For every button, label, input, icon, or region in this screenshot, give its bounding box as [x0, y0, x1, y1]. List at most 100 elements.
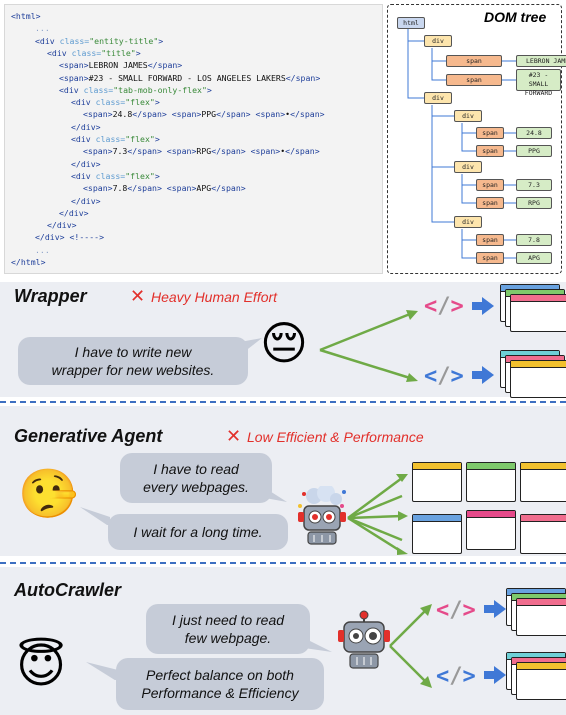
code-token: </span> [147, 60, 183, 71]
pensive-face-emoji: 😔 [260, 316, 308, 370]
code-line: <span>7.3</span> <span>RPG</span> <span>… [83, 146, 320, 157]
code-brackets-icon: </> [436, 598, 476, 623]
code-token: LEBRON JAMES [88, 60, 148, 71]
bubble-tail [304, 638, 332, 652]
dom-node-span: span [476, 127, 504, 139]
dom-tree-edges [407, 29, 516, 259]
code-token: PPG [201, 109, 217, 120]
webpage-icon [510, 294, 566, 332]
code-line: <div class="flex"> [71, 134, 160, 145]
generative-agent-arrows [347, 474, 408, 555]
dom-text-node: APG [516, 252, 552, 264]
webpage-icon [520, 462, 566, 502]
code-token: <span> [59, 60, 89, 71]
code-line: </div> [71, 196, 101, 207]
code-line: <div class="tab-mob-only-flex"> [59, 85, 212, 96]
wrapper-title: Wrapper [14, 286, 87, 306]
code-token: <span> [83, 109, 113, 120]
code-token: </span> [285, 72, 321, 83]
webpage-icon [516, 662, 566, 700]
dom-text-node: LEBRON JAMES [516, 55, 566, 67]
dom-tree-panel: DOM tree html div span LEBRON JAMES span… [387, 4, 566, 274]
generative-agent-speech-bubble: I wait for a long time. [108, 514, 288, 550]
dom-text-node: 7.8 [516, 234, 552, 246]
code-token: RPG [196, 146, 212, 157]
code-token: > [158, 35, 164, 46]
dom-node-span: span [446, 55, 502, 67]
code-token: > [154, 134, 160, 144]
code-line: </div> [71, 159, 101, 170]
code-line: <span>24.8</span> <span>PPG</span> <span… [83, 109, 325, 120]
dom-text-node: 7.3 [516, 179, 552, 191]
bubble-text: few webpage. [184, 630, 272, 646]
code-line: ... [35, 23, 50, 34]
code-token: </html> [11, 257, 46, 267]
dom-node-html: html [397, 17, 425, 29]
code-token: > [154, 97, 160, 108]
code-line: <span>7.8</span> <span>APG</span> [83, 183, 246, 194]
autocrawler-arrows [389, 604, 432, 688]
code-line: <span>#23 - SMALL FORWARD - LOS ANGELES … [59, 73, 320, 84]
code-line: <div class="flex"> [71, 171, 160, 182]
code-token: </div> [47, 220, 77, 231]
code-brackets-icon: </> [436, 664, 476, 689]
code-token: </div> [71, 158, 101, 169]
dom-node-div: div [454, 216, 482, 228]
webpage-icon [412, 514, 462, 554]
bubble-text: wrapper for new websites. [51, 362, 215, 378]
dom-text-node: RPG [516, 197, 552, 209]
dom-node-div: div [454, 110, 482, 122]
code-token: "flex" [125, 170, 155, 181]
dom-node-span: span [476, 234, 504, 246]
dom-tree-title: DOM tree [484, 9, 547, 25]
webpage-icon [466, 462, 516, 502]
dom-node-div: div [454, 161, 482, 173]
section-separator [0, 401, 566, 403]
bubble-tail [265, 488, 287, 502]
code-token: </span> [211, 183, 246, 194]
code-token: <span> [83, 183, 113, 194]
code-line: </html> [11, 257, 46, 268]
code-token: class= [71, 47, 102, 58]
code-token: </span> [290, 109, 325, 120]
code-token: <html> [11, 11, 41, 21]
generative-agent-speech-bubble: I have to read every webpages. [120, 453, 272, 503]
dom-node-div: div [424, 92, 452, 104]
code-token: APG [196, 183, 212, 194]
bubble-text: I have to read [153, 461, 239, 477]
bubble-text: Perfect balance on both [146, 667, 294, 683]
code-line: </div> <!----> [35, 232, 104, 243]
dom-node-span: span [446, 74, 502, 86]
html-code-panel: <html>...<div class="entity-title"><div … [4, 4, 383, 274]
wrapper-issue: Heavy Human Effort [151, 289, 278, 305]
code-token: class= [59, 35, 90, 46]
section-separator [0, 562, 566, 564]
code-line: <div class="flex"> [71, 97, 160, 108]
robot-icon [338, 610, 390, 669]
code-token: <div [47, 47, 72, 58]
code-token: </div> <!----> [35, 232, 105, 243]
cross-icon: ✕ [226, 426, 242, 447]
exploding-robot-icon [298, 486, 346, 545]
code-token: </span> <span> [127, 146, 197, 157]
code-token: <div [35, 35, 60, 46]
autocrawler-speech-bubble: Perfect balance on both Performance & Ef… [116, 658, 324, 710]
dom-node-div: div [424, 35, 452, 47]
wrapper-speech-bubble: I have to write new wrapper for new webs… [18, 337, 248, 385]
code-token: </span> <span> [127, 183, 197, 194]
code-token: </span> [285, 146, 320, 157]
code-token: 24.8 [112, 109, 133, 120]
code-token: <div [71, 134, 96, 144]
code-token: </span> <span> [211, 146, 281, 157]
bubble-text: I have to write new [74, 344, 192, 360]
code-token: </span> <span> [132, 109, 202, 120]
code-token: "tab-mob-only-flex" [113, 84, 207, 95]
bubble-tail [240, 338, 262, 352]
dom-node-span: span [476, 252, 504, 264]
code-token: "entity-title" [89, 35, 159, 46]
webpage-icon [520, 514, 566, 554]
code-line: <span>LEBRON JAMES</span> [59, 60, 182, 71]
code-brackets-icon: </> [424, 294, 464, 319]
dom-node-span: span [476, 197, 504, 209]
code-token: > [135, 47, 141, 58]
